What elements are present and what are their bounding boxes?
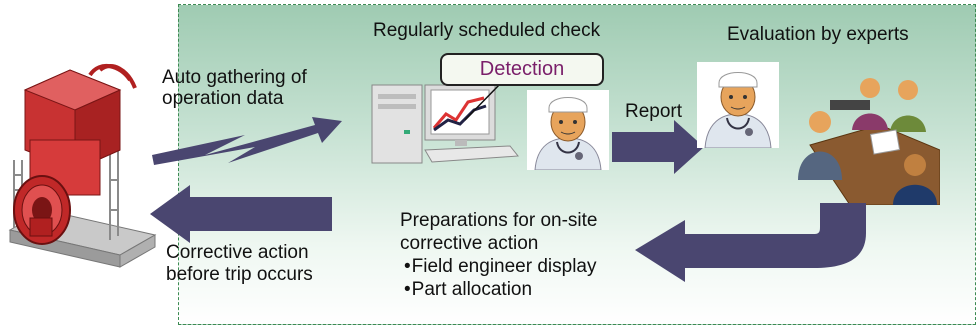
- evaluation-label: Evaluation by experts: [727, 24, 909, 45]
- corrective-label-2: before trip occurs: [166, 264, 313, 285]
- doctor-icon: [527, 90, 609, 170]
- doctor-icon: [697, 62, 779, 148]
- auto-gathering-label-2: operation data: [162, 88, 284, 109]
- computer-icon: [371, 84, 519, 164]
- expert-meeting-icon: [798, 78, 940, 205]
- detection-callout: Detection: [440, 53, 604, 86]
- detection-label: Detection: [479, 58, 565, 80]
- bullet-field-engineer: Field engineer display: [404, 256, 597, 278]
- turbine-machine-icon: [8, 64, 157, 268]
- data-transmission-arrow: [152, 117, 342, 165]
- auto-gathering-label-1: Auto gathering of: [162, 67, 307, 88]
- corrective-label-1: Corrective action: [166, 242, 309, 263]
- bullet-part-allocation: Part allocation: [404, 279, 532, 301]
- preparations-label-1: Preparations for on-site: [400, 210, 598, 231]
- report-label: Report: [625, 101, 683, 122]
- detection-pointer: [464, 83, 501, 121]
- return-arrow: [635, 203, 866, 282]
- report-arrow: [612, 120, 704, 174]
- corrective-action-arrow: [150, 185, 332, 243]
- preparations-label-2: corrective action: [400, 233, 539, 254]
- scheduled-check-label: Regularly scheduled check: [373, 20, 601, 41]
